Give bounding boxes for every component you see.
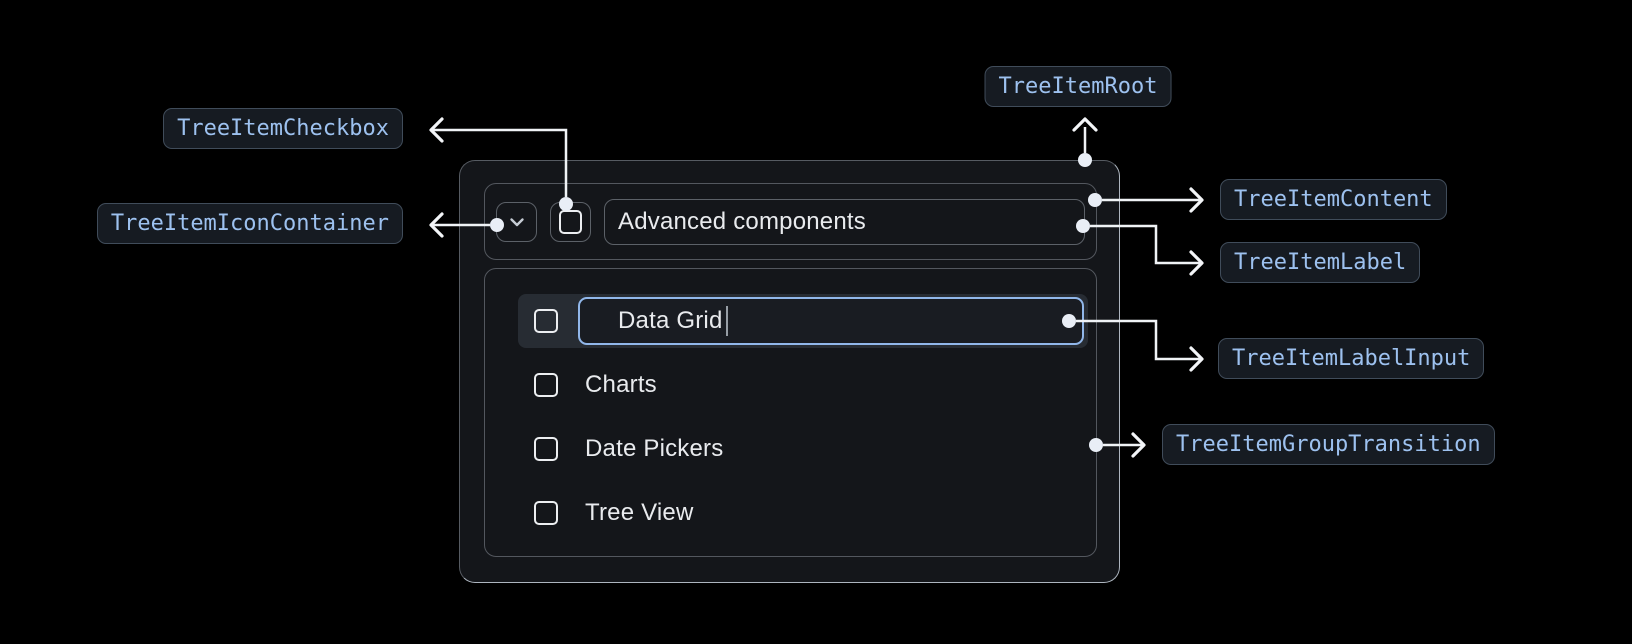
tree-row-label: Tree View <box>585 499 694 526</box>
tree-item-checkbox[interactable] <box>550 201 591 242</box>
tree-row-label: Date Pickers <box>585 435 724 462</box>
badge-tree-item-root: TreeItemRoot <box>984 66 1172 107</box>
badge-tree-item-checkbox: TreeItemCheckbox <box>163 108 403 149</box>
checkbox-unchecked-icon[interactable] <box>534 437 558 461</box>
checkbox-unchecked-icon[interactable] <box>534 501 558 525</box>
arrow-left-icon <box>429 117 444 143</box>
tree-item-content: Advanced components <box>484 183 1097 260</box>
arrow-up-icon <box>1072 117 1098 132</box>
tree-row-label: Charts <box>585 371 657 398</box>
arrow-right-icon <box>1189 187 1204 213</box>
tree-item-group-transition: Data Grid Charts Date Pickers Tree View <box>484 268 1097 557</box>
text-cursor <box>725 306 728 336</box>
checkbox-unchecked-icon[interactable] <box>534 309 558 333</box>
badge-tree-item-icon-container: TreeItemIconContainer <box>96 203 403 244</box>
arrow-right-icon <box>1189 346 1204 372</box>
badge-tree-item-label: TreeItemLabel <box>1220 242 1421 283</box>
arrow-right-icon <box>1189 250 1204 276</box>
badge-tree-item-label-input: TreeItemLabelInput <box>1218 338 1485 379</box>
arrow-left-icon <box>429 212 444 238</box>
tree-row-charts[interactable]: Charts <box>518 358 1088 412</box>
tree-item-icon-container[interactable] <box>496 201 537 242</box>
tree-row-date-pickers[interactable]: Date Pickers <box>518 422 1088 476</box>
tree-row-tree-view[interactable]: Tree View <box>518 486 1088 540</box>
chevron-down-icon <box>509 217 524 226</box>
badge-tree-item-group-transition: TreeItemGroupTransition <box>1162 424 1495 465</box>
tree-item-label[interactable]: Advanced components <box>604 198 1085 245</box>
parent-item-label-text: Advanced components <box>618 207 866 235</box>
badge-tree-item-content: TreeItemContent <box>1220 179 1447 220</box>
arrow-right-icon <box>1131 432 1146 458</box>
checkbox-unchecked-icon <box>559 209 582 234</box>
tree-row-data-grid[interactable]: Data Grid <box>518 294 1088 348</box>
checkbox-unchecked-icon[interactable] <box>534 373 558 397</box>
label-input-value: Data Grid <box>618 307 723 334</box>
tree-item-root: Advanced components Data Grid Charts Dat… <box>459 160 1120 583</box>
tree-item-label-input[interactable]: Data Grid <box>578 297 1084 345</box>
